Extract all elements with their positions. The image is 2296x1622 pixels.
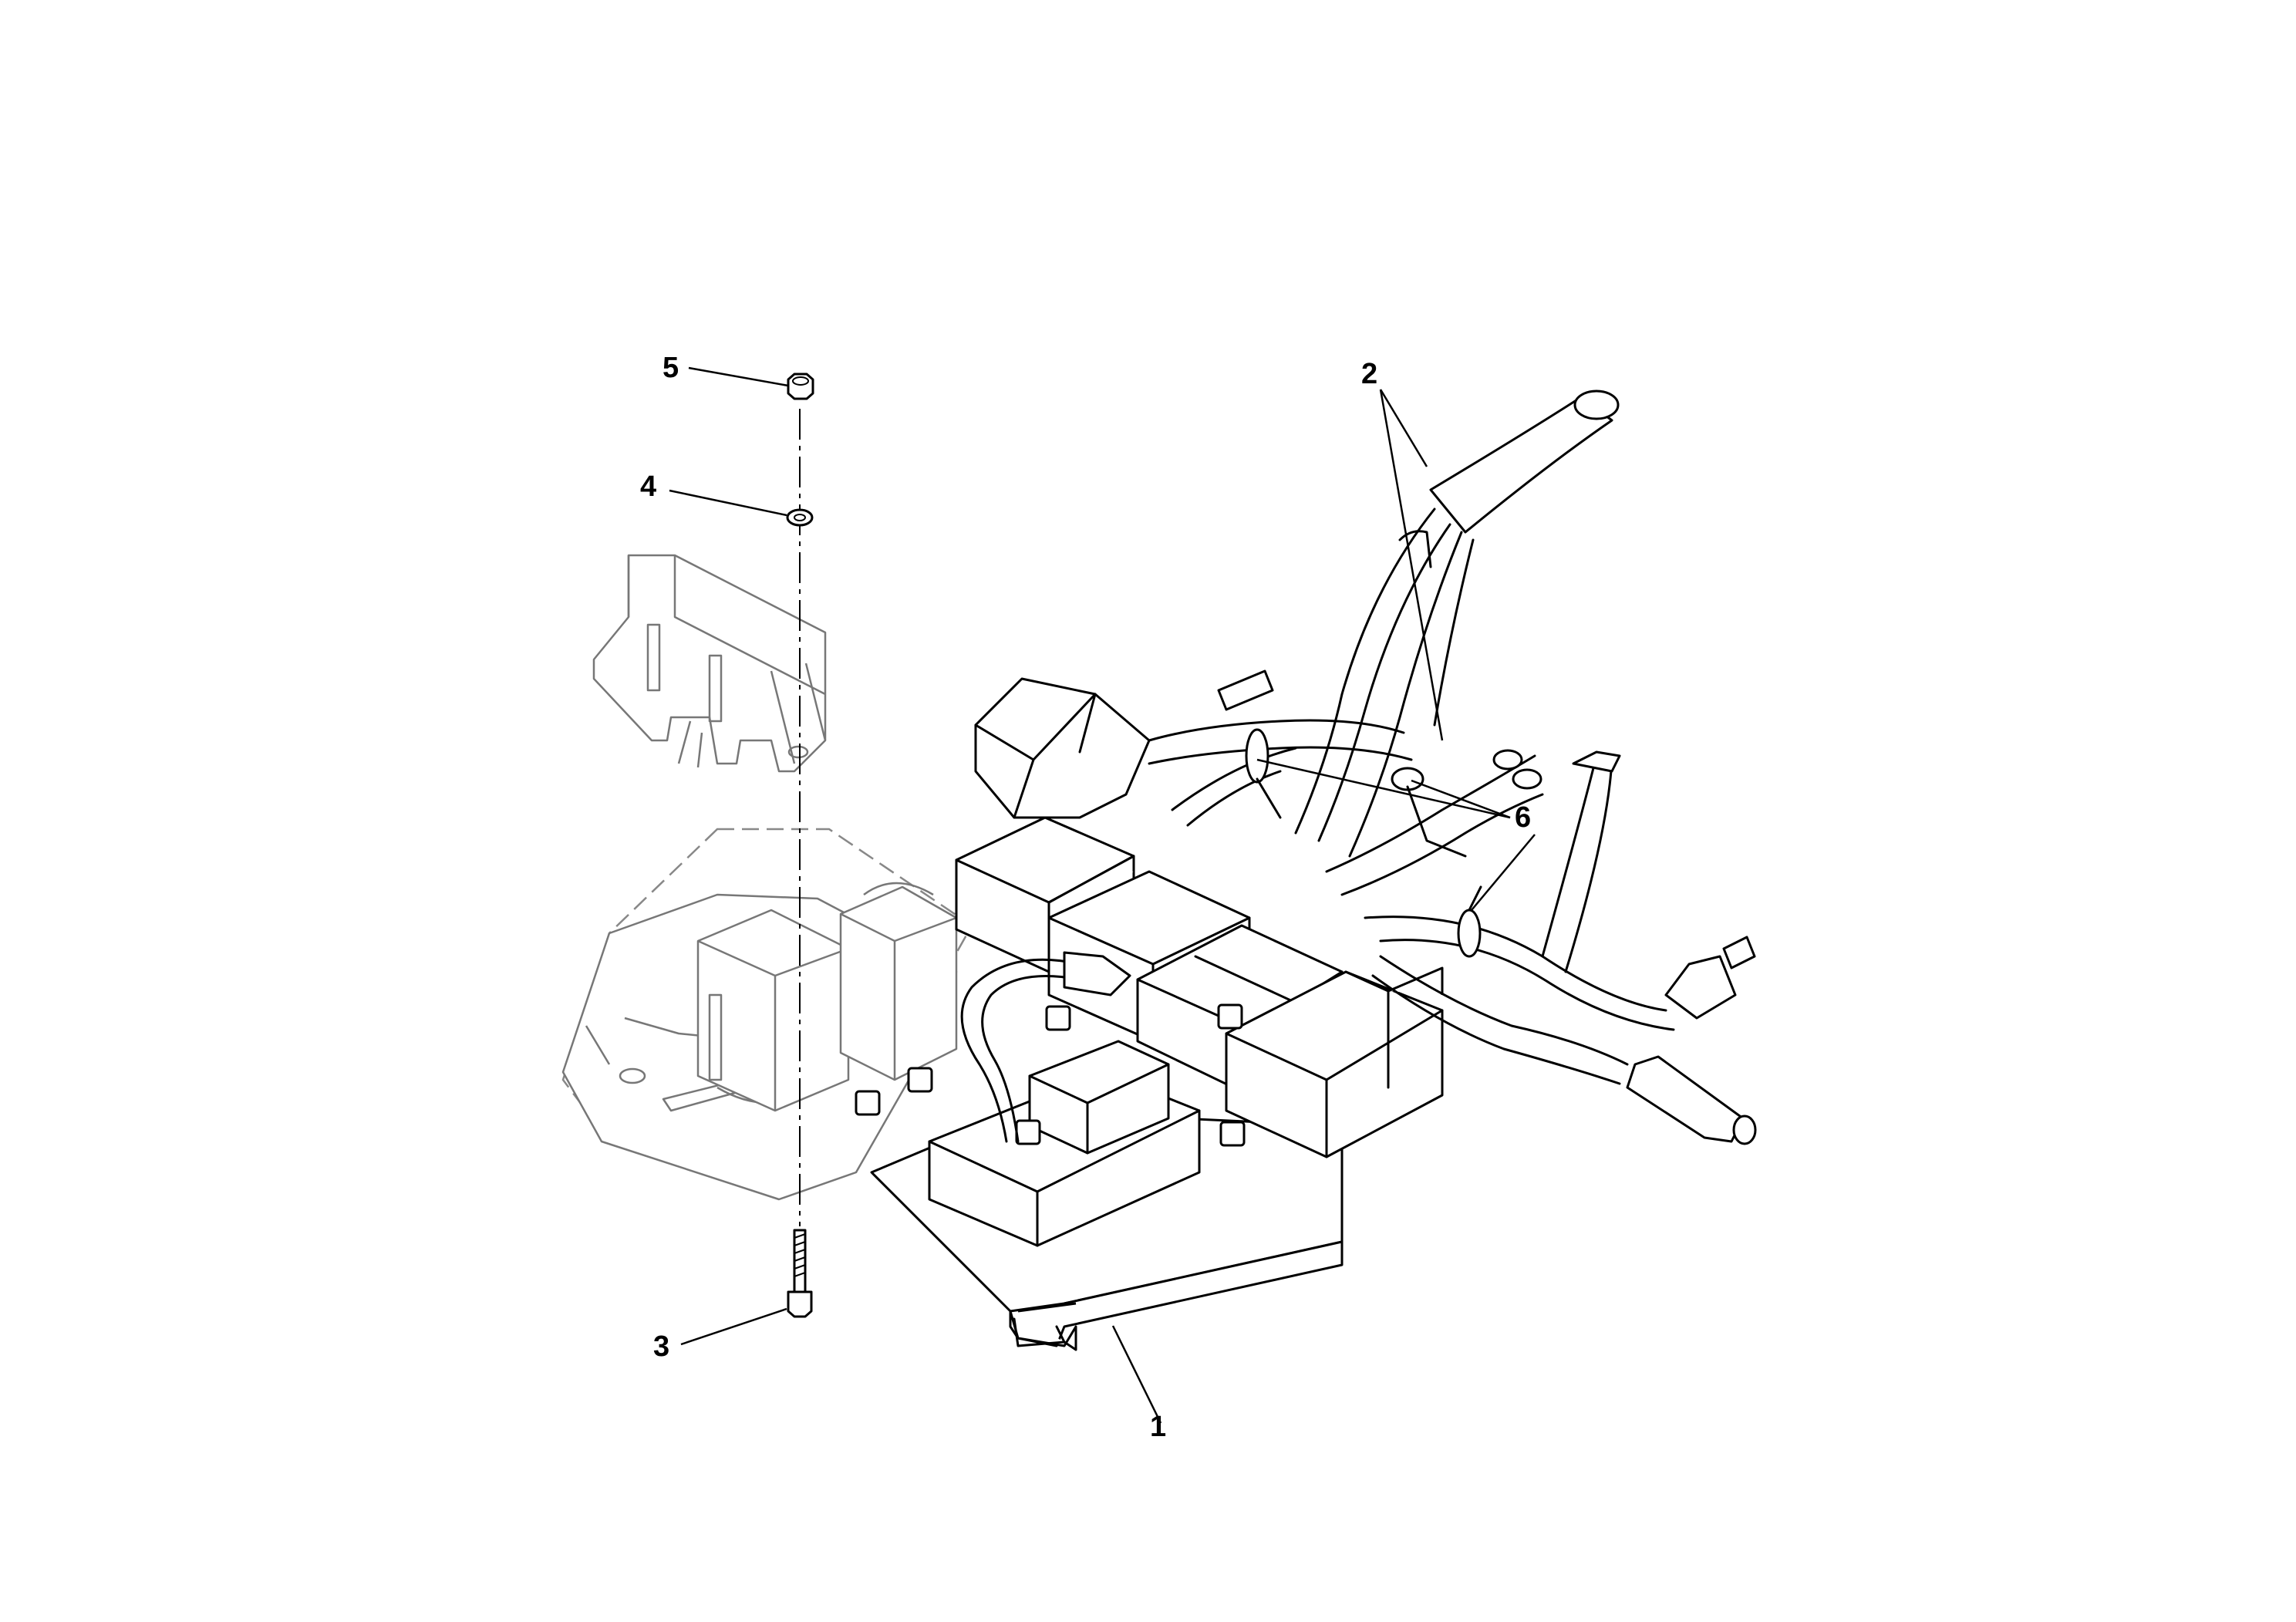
relay-4	[1225, 966, 1444, 1158]
cable-ties	[1245, 530, 1482, 958]
nut	[787, 373, 814, 400]
relay-top-connector	[974, 677, 1151, 819]
callout-3: 3	[653, 1330, 669, 1363]
callout-1: 1	[1150, 1411, 1166, 1443]
washer	[786, 508, 814, 527]
leader-lines	[669, 366, 1536, 1424]
callout-5: 5	[663, 352, 679, 384]
callout-labels: 1 2 3 4 5 6	[640, 352, 1531, 1443]
callout-6: 6	[1515, 801, 1531, 834]
relay-block-large	[928, 1040, 1201, 1247]
callout-4: 4	[640, 470, 656, 503]
lower-plate-ghost	[561, 828, 973, 1201]
callout-2: 2	[1361, 358, 1377, 390]
upper-bracket-ghost	[592, 554, 827, 773]
bolt	[787, 1229, 813, 1318]
wiring-harness	[960, 389, 1757, 1145]
terminal-studs	[855, 1003, 1246, 1147]
